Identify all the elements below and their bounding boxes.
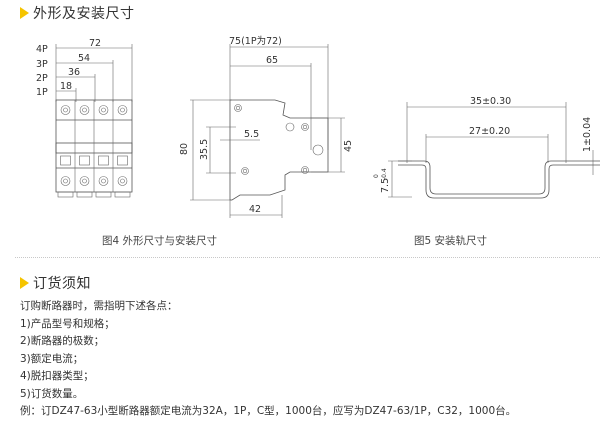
notes-item: 3)额定电流； xyxy=(20,352,84,365)
section-header-dimensions: 外形及安装尺寸 xyxy=(20,3,135,23)
side-view-drawing: 75(1P为72) 65 80 35.5 5.5 45 xyxy=(179,35,354,218)
terminal-screw-icon xyxy=(117,105,128,115)
dim-offset: 5.5 xyxy=(244,129,259,140)
terminal-screw-center xyxy=(101,107,106,113)
terminal-screw-center xyxy=(63,107,68,113)
dim-rail-inner-width: 27±0.20 xyxy=(469,126,510,137)
dim-54: 54 xyxy=(78,53,90,64)
notes-item: 2)断路器的极数； xyxy=(20,335,105,347)
rail-drawing: 35±0.30 27±0.20 1±0.04 7.5 0 -0.4 xyxy=(373,96,600,199)
dim-rail-depth: 7.5 xyxy=(380,178,391,193)
dim-rail-outer-width: 35±0.30 xyxy=(470,96,511,107)
notes-intro: 订购断路器时，需指明下述各点： xyxy=(20,300,178,312)
dim-base-width: 42 xyxy=(249,204,261,215)
triangle-bullet-icon xyxy=(20,7,29,19)
dim-rail-depth-tol-upper: 0 xyxy=(373,174,380,178)
section-title: 订货须知 xyxy=(33,276,91,292)
pole-label-3p: 3P xyxy=(36,59,48,70)
terminal-screw-icon xyxy=(79,176,90,186)
triangle-bullet-icon xyxy=(20,277,29,289)
dim-rail-slot: 35.5 xyxy=(199,139,210,160)
terminal-screw-icon xyxy=(98,105,109,115)
front-view-drawing: 4P 3P 2P 1P 72 54 36 18 xyxy=(36,38,133,198)
notes-item: 1)产品型号和规格； xyxy=(20,317,115,330)
terminal-screw-center xyxy=(101,178,106,184)
dim-front-height: 45 xyxy=(343,140,354,152)
handle-window xyxy=(79,155,90,166)
notes-item: 5)订货数量。 xyxy=(20,387,84,400)
ordering-notes: 订购断路器时，需指明下述各点： 1)产品型号和规格； 2)断路器的极数； 3)额… xyxy=(20,298,516,421)
handle-window xyxy=(60,155,71,166)
dim-36: 36 xyxy=(68,67,80,78)
dim-height-80: 80 xyxy=(179,143,190,155)
figure4-caption: 图4 外形尺寸与安装尺寸 xyxy=(102,235,218,247)
section-title: 外形及安装尺寸 xyxy=(33,6,135,22)
dim-overall-width: 75(1P为72) xyxy=(229,35,282,47)
dim-rail-thickness: 1±0.04 xyxy=(582,117,593,152)
dim-18: 18 xyxy=(60,81,72,92)
pole-label-4p: 4P xyxy=(36,44,48,55)
dim-inner-width: 65 xyxy=(266,55,278,66)
terminal-screw-center xyxy=(120,107,125,113)
notes-item: 4)脱扣器类型； xyxy=(20,370,94,382)
terminal-screw-center xyxy=(63,178,68,184)
handle-window xyxy=(98,155,109,166)
terminal-screw-icon xyxy=(60,176,71,186)
notes-example: 例：订DZ47-63小型断路器额定电流为32A，1P，C型，1000台，应写为D… xyxy=(20,405,517,417)
terminal-screw-icon xyxy=(98,176,109,186)
terminal-screw-center xyxy=(82,178,87,184)
dim-rail-depth-tol-lower: -0.4 xyxy=(381,168,388,180)
section-divider xyxy=(15,257,600,258)
pole-label-1p: 1P xyxy=(36,87,48,98)
terminal-screw-icon xyxy=(117,176,128,186)
section-header-ordering: 订货须知 xyxy=(20,273,91,293)
technical-drawings: 4P 3P 2P 1P 72 54 36 18 xyxy=(36,35,600,218)
terminal-screw-icon xyxy=(79,105,90,115)
terminal-screw-icon xyxy=(60,105,71,115)
handle-window xyxy=(117,155,128,166)
pole-label-2p: 2P xyxy=(36,73,48,84)
terminal-screw-center xyxy=(120,178,125,184)
figure5-caption: 图5 安装轨尺寸 xyxy=(414,235,488,247)
terminal-screw-center xyxy=(82,107,87,113)
dim-72: 72 xyxy=(89,38,101,49)
